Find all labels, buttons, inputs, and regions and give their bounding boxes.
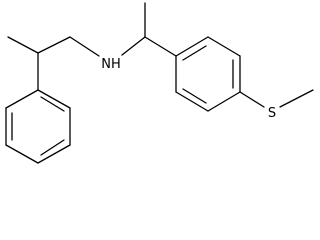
left-ring-bond bbox=[37, 89, 71, 109]
left-ring-bond bbox=[5, 144, 39, 164]
bond-methyl-ch bbox=[7, 36, 39, 54]
bond-ch-ch2 bbox=[37, 36, 71, 54]
sulfur-label: S bbox=[268, 106, 276, 121]
right-ring-bond bbox=[207, 91, 241, 112]
bond-ch2-n bbox=[69, 36, 100, 57]
left-ring-bond bbox=[37, 144, 71, 164]
right-ring-double-bond bbox=[182, 45, 207, 61]
bond-n-ch bbox=[121, 36, 146, 56]
left-ring-bond bbox=[5, 89, 39, 109]
right-ring-double-bond bbox=[182, 88, 207, 104]
amine-label: NH bbox=[101, 57, 121, 72]
right-ring-bond bbox=[175, 91, 209, 112]
bond-aryl-s bbox=[239, 91, 265, 108]
left-ring-double-bond bbox=[40, 96, 65, 112]
chemical-structure: NH S bbox=[5, 2, 314, 164]
right-ring-bond bbox=[175, 36, 209, 57]
bond-s-methyl bbox=[279, 89, 314, 108]
right-ring-bond bbox=[207, 36, 241, 57]
left-ring-double-bond bbox=[40, 139, 65, 156]
bond-ch-aryl bbox=[144, 36, 177, 57]
